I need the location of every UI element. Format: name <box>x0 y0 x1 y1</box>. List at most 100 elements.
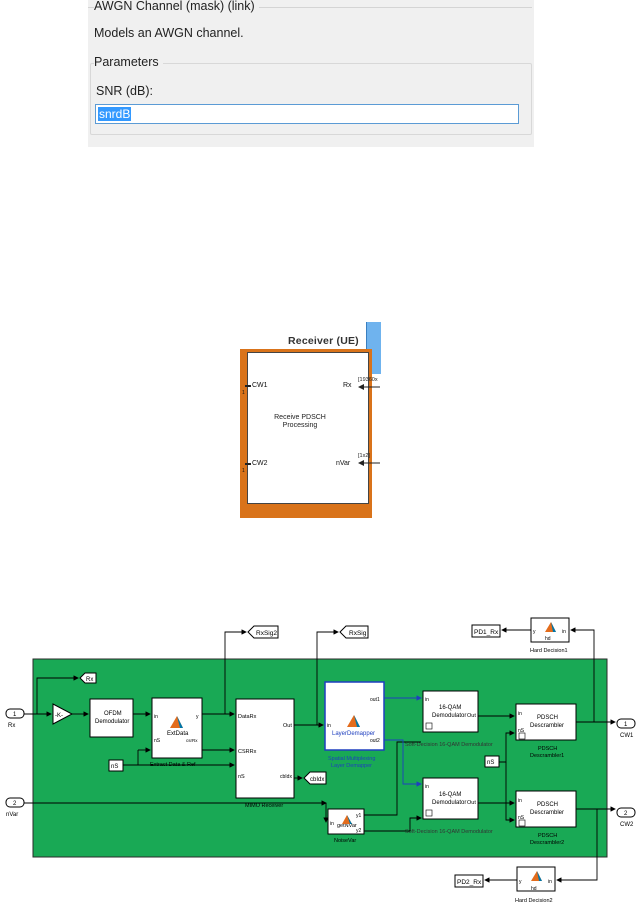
rxsig-goto-tag[interactable]: RxSig <box>339 625 369 639</box>
receiver-subsystem-body[interactable] <box>247 352 369 504</box>
svg-text:Demodulator: Demodulator <box>432 713 466 719</box>
svg-text:Soft-Decision 16-QAM Demodulat: Soft-Decision 16-QAM Demodulator <box>405 829 493 835</box>
nvar-dimension-label: [1x2] <box>358 453 370 459</box>
svg-text:Hard Decision2: Hard Decision2 <box>515 898 553 904</box>
svg-text:Descrambler: Descrambler <box>530 810 564 816</box>
cbidx-goto-tag[interactable]: cbIdx <box>303 771 327 785</box>
svg-text:csrRx: csrRx <box>186 738 198 743</box>
svg-text:in: in <box>425 697 429 703</box>
port-cw2[interactable]: CW2 <box>252 460 268 467</box>
svg-text:nS: nS <box>487 760 494 766</box>
qam-demodulator2-block[interactable]: in 16-QAM Demodulator Out Soft-Decision … <box>405 777 493 835</box>
svg-text:16-QAM: 16-QAM <box>439 705 461 711</box>
svg-text:in: in <box>562 629 566 635</box>
hard-decision2-block[interactable]: y in hd Hard Decision2 <box>515 866 556 904</box>
cw2-port-mark <box>245 463 251 465</box>
mimo-receiver-block[interactable]: DataRx CSRRx nS Out cbIdx MIMO Receiver <box>235 698 295 809</box>
svg-text:nS: nS <box>518 728 525 734</box>
svg-text:nVar: nVar <box>6 812 18 818</box>
rx-dimension-label: [19360x <box>358 377 378 383</box>
dialog-header: AWGN Channel (mask) (link) <box>88 0 534 19</box>
svg-text:Soft-Decision 16-QAM Demodulat: Soft-Decision 16-QAM Demodulator <box>405 742 493 748</box>
svg-text:in: in <box>548 879 552 885</box>
svg-text:-K-: -K- <box>55 713 63 719</box>
svg-text:in: in <box>327 723 331 729</box>
gain-block[interactable]: -K- <box>52 703 74 725</box>
parameters-group-label: Parameters <box>94 55 163 69</box>
svg-text:Demodulator: Demodulator <box>95 719 129 725</box>
svg-text:y: y <box>196 714 199 720</box>
layer-output-lines <box>384 695 422 787</box>
outport-cw2[interactable]: 2 CW2 <box>616 807 636 828</box>
svg-text:Rx: Rx <box>86 677 93 683</box>
pd2-from-tag[interactable]: PD2_Rx <box>454 874 484 888</box>
svg-text:in: in <box>425 784 429 790</box>
svg-text:MIMO Receiver: MIMO Receiver <box>245 803 283 809</box>
extract-data-block[interactable]: in nS y csrRx ExtData Extract Data & Ref <box>150 697 203 768</box>
hard-decision1-block[interactable]: y in hd Hard Decision1 <box>530 617 570 654</box>
port-cw1[interactable]: CW1 <box>252 382 268 389</box>
receiver-title: Receiver (UE) <box>288 335 359 347</box>
svg-text:Out: Out <box>283 723 292 729</box>
rxsig2-goto-tag[interactable]: RxSig2 <box>247 625 279 639</box>
snr-input-selected-text[interactable]: snrdB <box>98 107 132 121</box>
svg-text:y: y <box>533 629 536 635</box>
simulink-receiver-diagram: RxSig2 RxSig PD1_Rx PD2_Rx y in hd Hard … <box>0 612 642 906</box>
svg-text:nS: nS <box>111 764 118 770</box>
svg-text:Demodulator: Demodulator <box>432 800 466 806</box>
svg-text:out1: out1 <box>370 697 380 703</box>
svg-text:LayerDemapper: LayerDemapper <box>332 731 375 737</box>
snr-input[interactable]: snrdB <box>95 104 519 124</box>
receiver-center-text: Receive PDSCH Processing <box>260 414 340 430</box>
mask-parameters-dialog: AWGN Channel (mask) (link) Models an AWG… <box>88 0 534 147</box>
ofdm-demodulator-block[interactable]: OFDM Demodulator <box>89 698 134 738</box>
svg-text:2: 2 <box>624 811 628 817</box>
outport-cw1[interactable]: 1 CW1 <box>616 718 636 739</box>
pd1-from-tag[interactable]: PD1_Rx <box>471 624 501 638</box>
matlab-icon <box>545 622 556 632</box>
inport-rx[interactable]: 1 Rx <box>5 708 25 729</box>
inport-nvar[interactable]: 2 nVar <box>5 797 25 818</box>
receiver-subsystem-area[interactable] <box>32 658 608 858</box>
svg-text:nS: nS <box>238 774 245 780</box>
svg-text:getNVar: getNVar <box>337 823 357 829</box>
qam-demodulator1-block[interactable]: in 16-QAM Demodulator Out Soft-Decision … <box>405 690 493 748</box>
svg-text:RxSig2: RxSig2 <box>256 630 277 637</box>
port-nvar[interactable]: nVar <box>336 460 351 467</box>
ns-from-tag-mid[interactable]: nS <box>484 755 500 768</box>
dialog-title: AWGN Channel (mask) (link) <box>94 0 259 13</box>
receiver-input-arrows <box>358 384 380 466</box>
center-line-2: Processing <box>282 422 318 429</box>
svg-text:PDSCH: PDSCH <box>537 802 558 808</box>
svg-text:cbIdx: cbIdx <box>280 774 292 780</box>
svg-text:nS: nS <box>518 815 525 821</box>
port-rx[interactable]: Rx <box>343 382 352 389</box>
svg-text:RxSig: RxSig <box>349 630 367 637</box>
matlab-icon <box>531 871 542 881</box>
pdsch-descrambler2-block[interactable]: in nS PDSCH Descrambler PDSCH Descramble… <box>515 790 577 846</box>
rx-goto-tag[interactable]: Rx <box>79 672 97 684</box>
svg-text:y: y <box>519 879 522 885</box>
svg-text:Spatial Multiplexing: Spatial Multiplexing <box>328 756 375 762</box>
svg-text:Hard Decision1: Hard Decision1 <box>530 648 568 654</box>
header-divider <box>88 7 532 8</box>
receiver-ue-block[interactable]: Receiver (UE) 1 1 CW1 CW2 Rx nVar Receiv… <box>240 322 381 518</box>
svg-text:Out: Out <box>467 800 476 806</box>
matlab-icon <box>170 716 183 728</box>
pdsch-descrambler1-block[interactable]: in nS PDSCH Descrambler PDSCH Descramble… <box>515 703 577 759</box>
svg-text:OFDM: OFDM <box>104 711 122 717</box>
svg-text:2: 2 <box>13 801 17 807</box>
svg-text:Descrambler2: Descrambler2 <box>530 840 564 846</box>
svg-text:in: in <box>154 714 158 720</box>
block-description: Models an AWGN channel. <box>94 26 244 40</box>
svg-text:Rx: Rx <box>8 723 15 729</box>
signal-lines <box>24 627 616 883</box>
svg-text:y2: y2 <box>356 828 362 834</box>
center-line-1: Receive PDSCH <box>274 414 326 421</box>
svg-text:in: in <box>518 711 522 717</box>
left-port-1-number: 1 <box>242 390 245 396</box>
svg-text:Descrambler: Descrambler <box>530 723 564 729</box>
svg-text:in: in <box>330 821 334 827</box>
svg-text:CW2: CW2 <box>620 822 634 828</box>
ns-from-tag-left[interactable]: nS <box>108 759 124 772</box>
